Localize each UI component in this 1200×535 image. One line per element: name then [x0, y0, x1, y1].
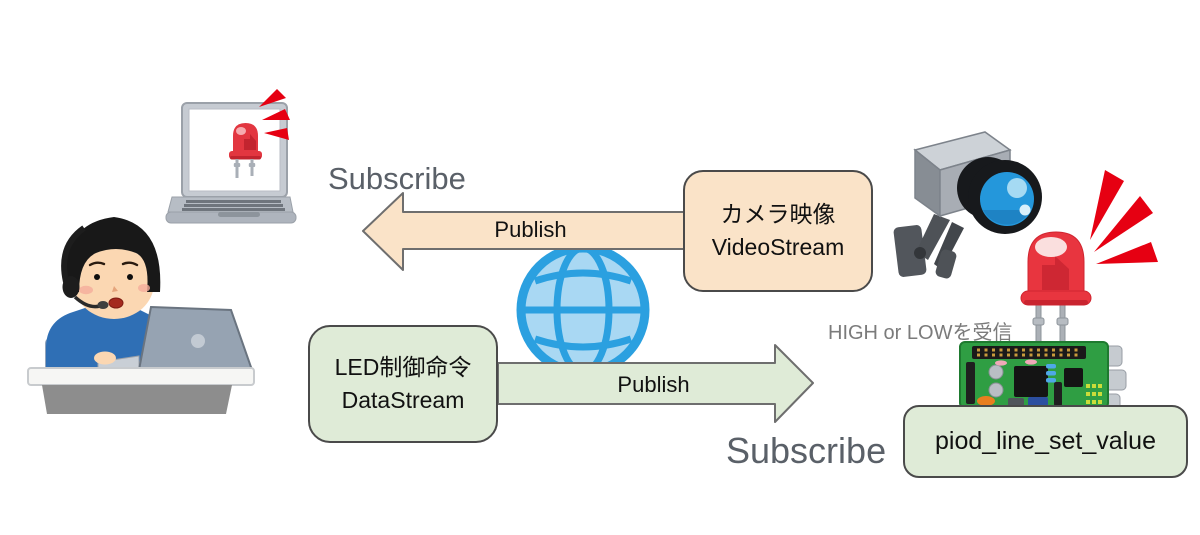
cctv-camera-illustration	[893, 131, 1042, 279]
globe-icon	[516, 243, 650, 377]
red-led-illustration	[1020, 170, 1158, 346]
viewer-laptop-illustration	[165, 89, 297, 224]
publish-label-led: Publish	[617, 372, 690, 397]
led-topic-box: LED制御命令 DataStream	[308, 325, 498, 443]
publish-arrow-right	[497, 344, 814, 423]
camera-topic-box: カメラ映像 VideoStream	[683, 170, 873, 292]
subscribe-label-bottom: Subscribe	[726, 430, 887, 471]
camera-topic-line2: VideoStream	[711, 234, 845, 260]
device-function-label: piod_line_set_value	[934, 426, 1156, 455]
camera-topic-line1: カメラ映像	[720, 201, 836, 228]
raspberry-pi-illustration	[959, 341, 1127, 411]
subscribe-label-top: Subscribe	[328, 161, 466, 196]
receive-note-label: HIGH or LOWを受信	[828, 322, 1013, 344]
publish-label-camera: Publish	[494, 217, 567, 242]
headset-icon	[61, 225, 109, 309]
alert-flash-icon	[1090, 170, 1158, 264]
led-topic-line2: DataStream	[341, 387, 465, 413]
device-function-box: piod_line_set_value	[903, 405, 1188, 478]
operator-illustration	[27, 217, 255, 414]
pin-cluster	[1086, 384, 1102, 404]
led-topic-line1: LED制御命令	[334, 354, 472, 381]
alert-flash-icon	[259, 89, 290, 140]
screen-led-icon	[229, 123, 262, 178]
